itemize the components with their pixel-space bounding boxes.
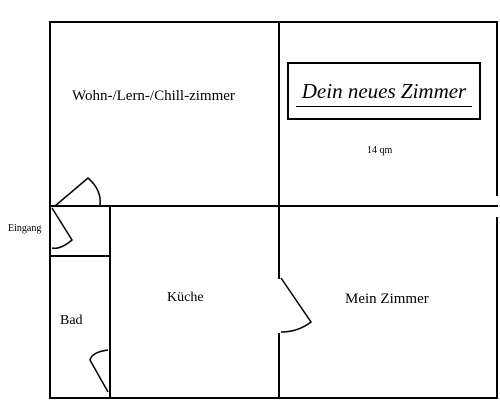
room-label-my-room: Mein Zimmer	[345, 291, 429, 307]
entrance-label: Eingang	[8, 223, 42, 234]
new-room-title-box: Dein neues Zimmer	[287, 62, 481, 120]
room-label-kitchen: Küche	[167, 290, 204, 305]
door-entrance	[51, 207, 73, 250]
door-my-room	[280, 277, 313, 333]
new-room-title: Dein neues Zimmer	[301, 79, 467, 103]
room-label-bathroom: Bad	[60, 313, 83, 328]
title-underline	[296, 106, 472, 107]
outer-wall	[49, 21, 498, 399]
new-room-size: 14 qm	[367, 145, 393, 156]
door-bathroom	[89, 349, 109, 393]
room-label-living: Wohn-/Lern-/Chill-zimmer	[72, 88, 235, 104]
door-living-room	[54, 177, 101, 207]
